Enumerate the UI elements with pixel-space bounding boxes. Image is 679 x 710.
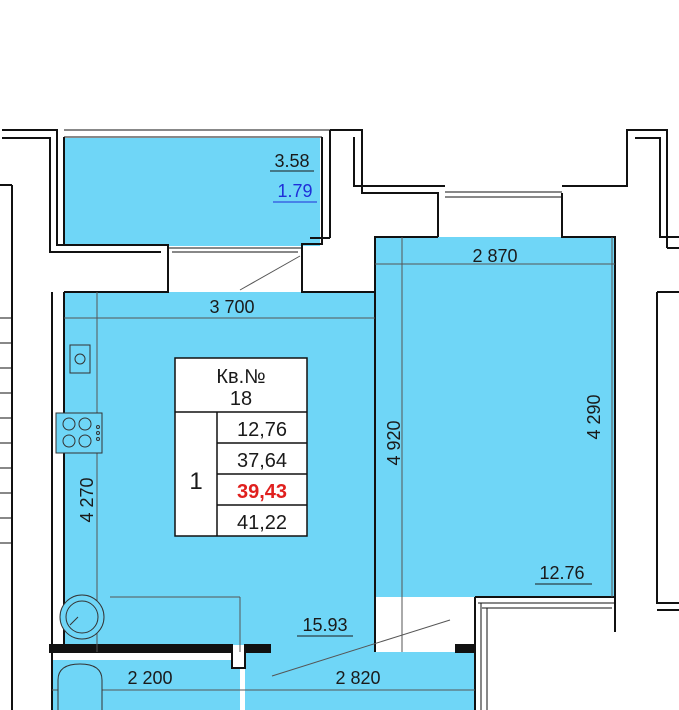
living-area: 12,76: [237, 419, 287, 441]
bathtub-icon: [57, 663, 103, 710]
room-area-label: 12.76: [539, 563, 584, 583]
bath-width-dimension: 2 200: [127, 668, 172, 688]
apartment-number: 18: [230, 388, 252, 410]
balcony-reduced-area: 1.79: [277, 181, 312, 201]
room-width-dimension: 2 870: [472, 246, 517, 266]
stove-icon: [55, 412, 103, 454]
total-area-full: 41,22: [237, 512, 287, 534]
room-wall-dimension: 4 920: [384, 420, 404, 465]
walls: [0, 129, 679, 710]
balcony-labels: 3.58 1.79: [270, 151, 317, 203]
total-area-with-balcony: 39,43: [237, 481, 287, 503]
hall-fill: [245, 652, 475, 710]
kitchen-sink-icon: [69, 344, 91, 374]
apartment-info-table: Кв.№ 18 1 12,76 37,64 39,43 41,22: [174, 357, 308, 537]
kitchen-depth-dimension: 4 270: [77, 477, 97, 522]
kitchen-width-dimension: 3 700: [209, 297, 254, 317]
hall-width-dimension: 2 820: [335, 668, 380, 688]
dimension-lines: [52, 237, 615, 691]
total-area: 37,64: [237, 450, 287, 472]
balcony-fill: [64, 138, 320, 246]
balcony-area: 3.58: [274, 151, 309, 171]
room-depth-dimension: 4 290: [584, 394, 604, 439]
rooms-count: 1: [189, 468, 202, 495]
room-fill: [375, 237, 615, 597]
apartment-number-label: Кв.№: [216, 366, 265, 388]
washbasin-icon: [59, 594, 105, 640]
exterior-ticks: [0, 317, 12, 544]
kitchen-area-label: 15.93: [302, 615, 347, 635]
